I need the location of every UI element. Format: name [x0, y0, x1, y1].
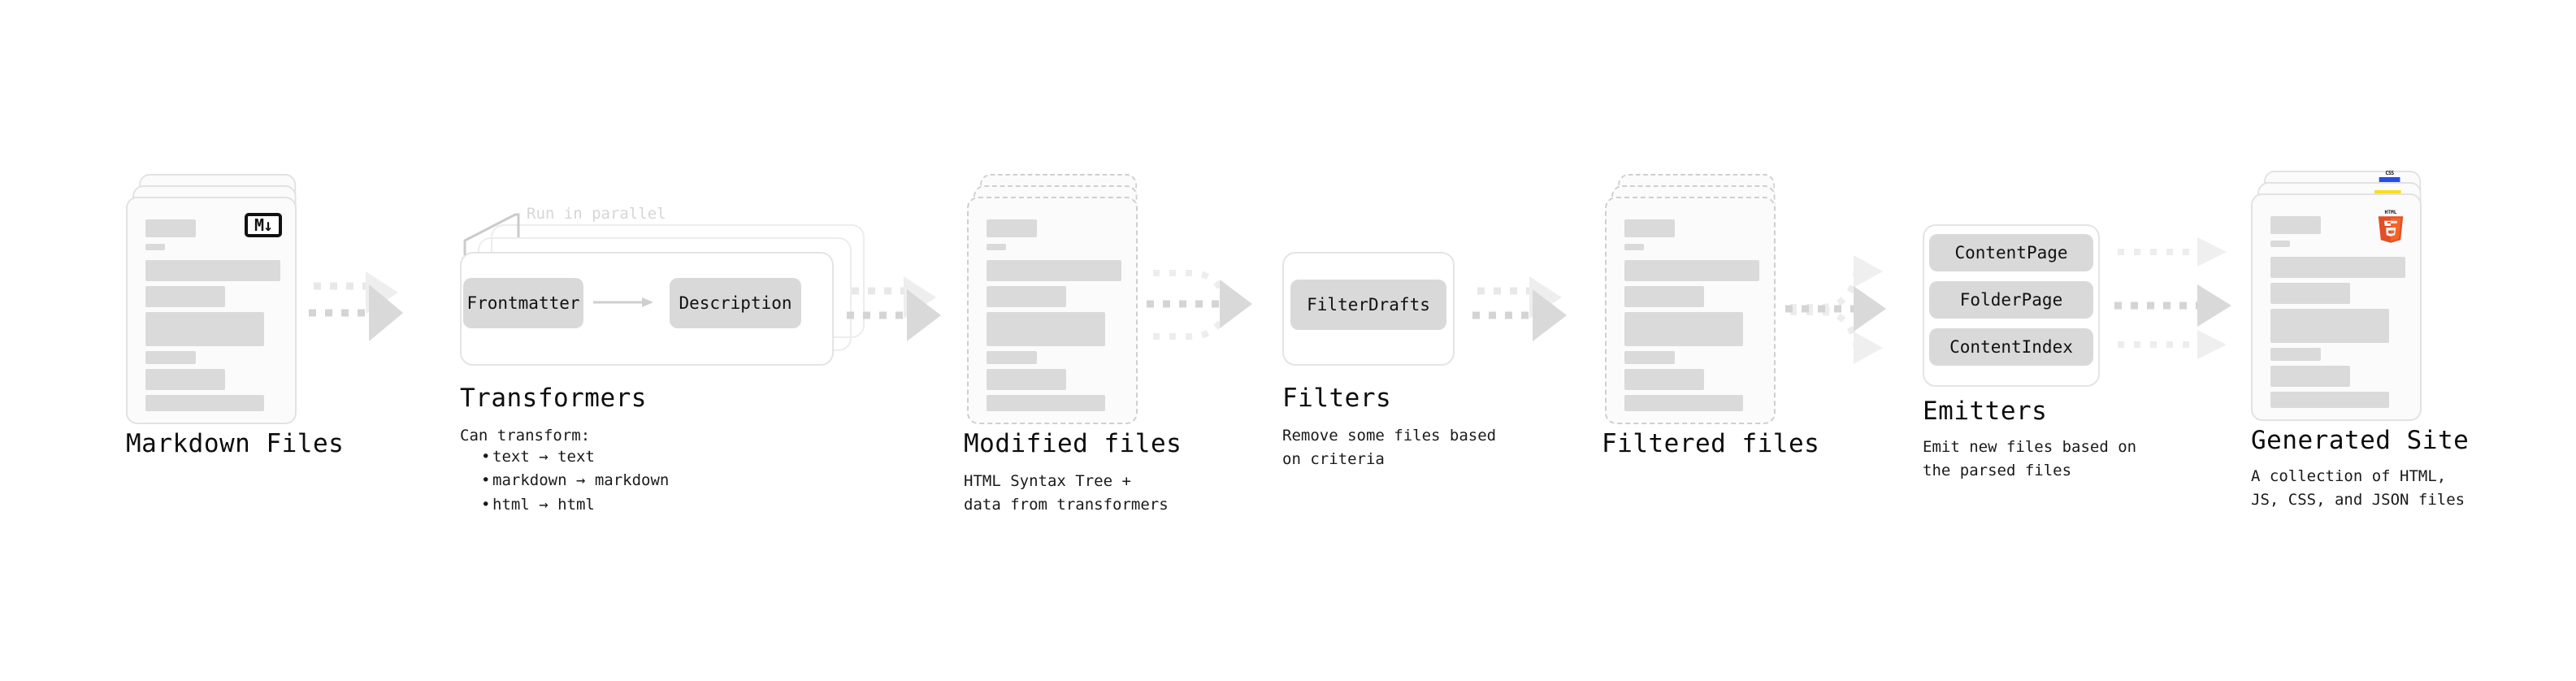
skeleton-bar — [2270, 241, 2290, 247]
skeleton-bar — [145, 369, 225, 390]
stage-title-filtered-files: Filtered files — [1602, 429, 1820, 458]
skeleton-bar — [1624, 244, 1644, 250]
connector-emitters-to-site — [2114, 237, 2231, 359]
run-in-parallel-bracket — [463, 213, 520, 255]
modified-files-card-stack — [967, 174, 1138, 440]
filtered-card-front — [1605, 197, 1776, 424]
connector-filters-to-filtered — [1472, 276, 1567, 341]
stage-title-emitters: Emitters — [1923, 397, 2048, 426]
skeleton-bar — [987, 312, 1105, 346]
skeleton-bar — [2270, 392, 2389, 408]
skeleton-bar — [1624, 395, 1743, 411]
filter-chip-filterdrafts[interactable]: FilterDrafts — [1290, 280, 1446, 330]
emitter-chip-folderpage[interactable]: FolderPage — [1929, 281, 2093, 319]
markdown-icon: M↓ — [245, 213, 282, 237]
modified-card-front — [967, 197, 1138, 424]
transformer-chip-frontmatter[interactable]: Frontmatter — [463, 278, 583, 328]
stage-title-markdown-files: Markdown Files — [126, 429, 345, 458]
connector-filtered-to-emitters — [1785, 255, 1886, 364]
emitter-chip-contentindex[interactable]: ContentIndex — [1929, 328, 2093, 366]
generated-card-front: HTML — [2251, 193, 2422, 421]
transformers-bullet-item: html → html — [481, 493, 669, 518]
skeleton-bar — [2270, 216, 2321, 234]
skeleton-bar — [2270, 283, 2350, 304]
skeleton-bar — [145, 286, 225, 307]
skeleton-bar — [145, 260, 280, 281]
modified-files-caption: HTML Syntax Tree + data from transformer… — [964, 472, 1169, 514]
filtered-files-card-stack — [1605, 174, 1776, 440]
html5-icon: HTML — [2378, 210, 2404, 243]
skeleton-bar — [145, 312, 264, 346]
skeleton-bar — [145, 395, 264, 411]
skeleton-bar — [2270, 348, 2321, 361]
skeleton-bar — [1624, 351, 1675, 364]
skeleton-bar — [145, 219, 196, 237]
skeleton-bar — [987, 219, 1037, 237]
svg-text:HTML: HTML — [2385, 210, 2397, 215]
connector-markdown-to-transformers — [309, 271, 403, 341]
skeleton-bar — [2270, 366, 2350, 387]
run-in-parallel-label: Run in parallel — [527, 205, 666, 223]
filters-caption: Remove some files based on criteria — [1282, 427, 1497, 468]
connector-modified-to-filters — [1147, 270, 1252, 340]
skeleton-bar — [1624, 369, 1704, 390]
generated-site-caption: A collection of HTML, JS, CSS, and JSON … — [2251, 467, 2465, 509]
skeleton-bar — [987, 286, 1066, 307]
skeleton-bar — [1624, 286, 1704, 307]
markdown-card-front: M↓ — [126, 197, 297, 424]
skeleton-bar — [2270, 309, 2389, 343]
skeleton-bar — [145, 351, 196, 364]
stage-title-generated-site: Generated Site — [2251, 426, 2470, 455]
transformers-caption: Can transform: — [460, 427, 591, 445]
stage-title-filters: Filters — [1282, 384, 1392, 413]
stage-title-transformers: Transformers — [460, 384, 647, 413]
skeleton-bar — [1624, 219, 1675, 237]
skeleton-bar — [1624, 260, 1759, 281]
emitters-caption: Emit new files based on the parsed files — [1923, 438, 2137, 479]
stage-title-modified-files: Modified files — [964, 429, 1182, 458]
skeleton-bar — [987, 395, 1105, 411]
transformer-chip-description[interactable]: Description — [670, 278, 801, 328]
skeleton-bar — [987, 244, 1006, 250]
markdown-files-card-stack: M↓ M↓ M↓ — [126, 174, 297, 440]
emitter-chip-contentpage[interactable]: ContentPage — [1929, 234, 2093, 271]
css3-icon: CSS — [2379, 170, 2400, 184]
skeleton-bar — [1624, 312, 1743, 346]
skeleton-bar — [2270, 257, 2405, 278]
transformers-bullet-item: text → text — [481, 445, 669, 470]
skeleton-bar — [987, 351, 1037, 364]
skeleton-bar — [987, 369, 1066, 390]
generated-site-card-stack: CSS HTML — [2251, 170, 2422, 437]
skeleton-bar — [987, 260, 1121, 281]
skeleton-bar — [145, 244, 165, 250]
transformers-bullet-item: markdown → markdown — [481, 469, 669, 493]
transformer-inner-arrow — [593, 297, 653, 307]
transformers-bullet-list: text → text markdown → markdown html → h… — [468, 445, 669, 518]
connector-transformers-to-modified — [847, 276, 941, 341]
